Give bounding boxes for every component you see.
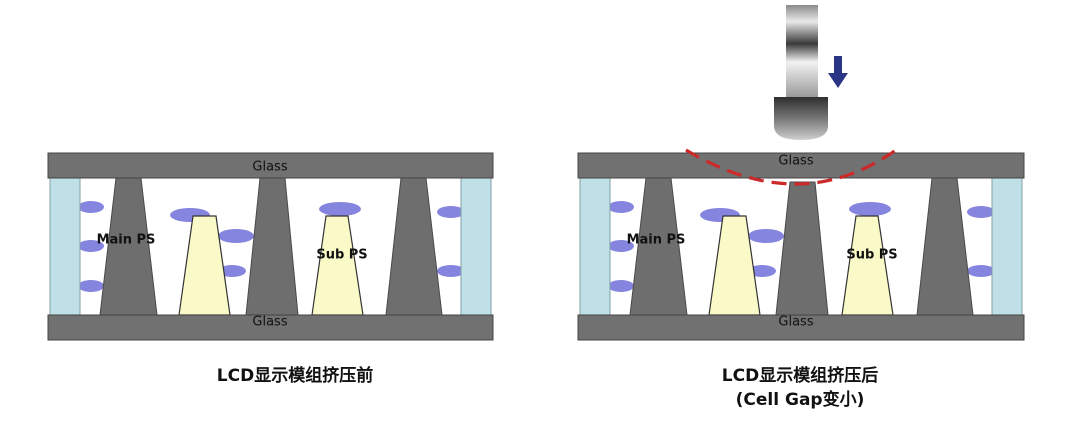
glass-bottom [47,314,494,341]
sub-ps-label: Sub PS [316,248,367,263]
liquid-crystal-molecules [78,201,465,292]
caption-after: LCD显示模组挤压后 (Cell Gap变小) [620,364,980,412]
press-tool [774,5,848,140]
right-panel: Glass Glass Main PS Sub PS [577,148,1025,341]
lc-molecule [608,240,634,252]
left-panel: Glass Glass Main PS Sub PS [47,152,494,341]
main-ps-label: Main PS [97,233,156,248]
lc-molecule [437,206,465,218]
lc-molecule [748,229,784,243]
glass-top [577,152,1025,179]
lc-molecule [78,280,104,292]
glass-bottom-label: Glass [252,315,287,330]
press-head [774,97,828,140]
caption-after-subtext: (Cell Gap变小) [735,390,865,410]
lc-molecule [608,280,634,292]
glass-deformation-curve [685,148,897,186]
caption-before-text: LCD显示模组挤压前 [216,366,374,386]
glass-top [47,152,494,179]
lc-molecule [967,265,995,277]
lc-molecule [437,265,465,277]
side-seal-left [579,177,611,316]
glass-top-label: Glass [778,154,813,169]
side-seal-right [460,177,492,316]
glass-bottom [577,314,1025,341]
side-seal-right [991,177,1023,316]
lc-molecule [849,202,891,216]
main-ps-label: Main PS [627,233,686,248]
lc-molecule [78,201,104,213]
lc-molecule [78,240,104,252]
lc-molecule [748,265,776,277]
caption-before: LCD显示模组挤压前 [115,364,475,388]
lc-molecule [319,202,361,216]
sub-ps-label: Sub PS [846,248,897,263]
caption-after-text: LCD显示模组挤压后 [721,366,879,386]
lc-molecule [218,229,254,243]
lc-molecule [967,206,995,218]
glass-bottom-label: Glass [778,315,813,330]
glass-top-label: Glass [252,160,287,175]
side-seal-left [49,177,81,316]
down-arrow-icon [828,56,848,88]
lc-molecule [608,201,634,213]
lc-molecule [218,265,246,277]
press-rod [786,5,818,97]
